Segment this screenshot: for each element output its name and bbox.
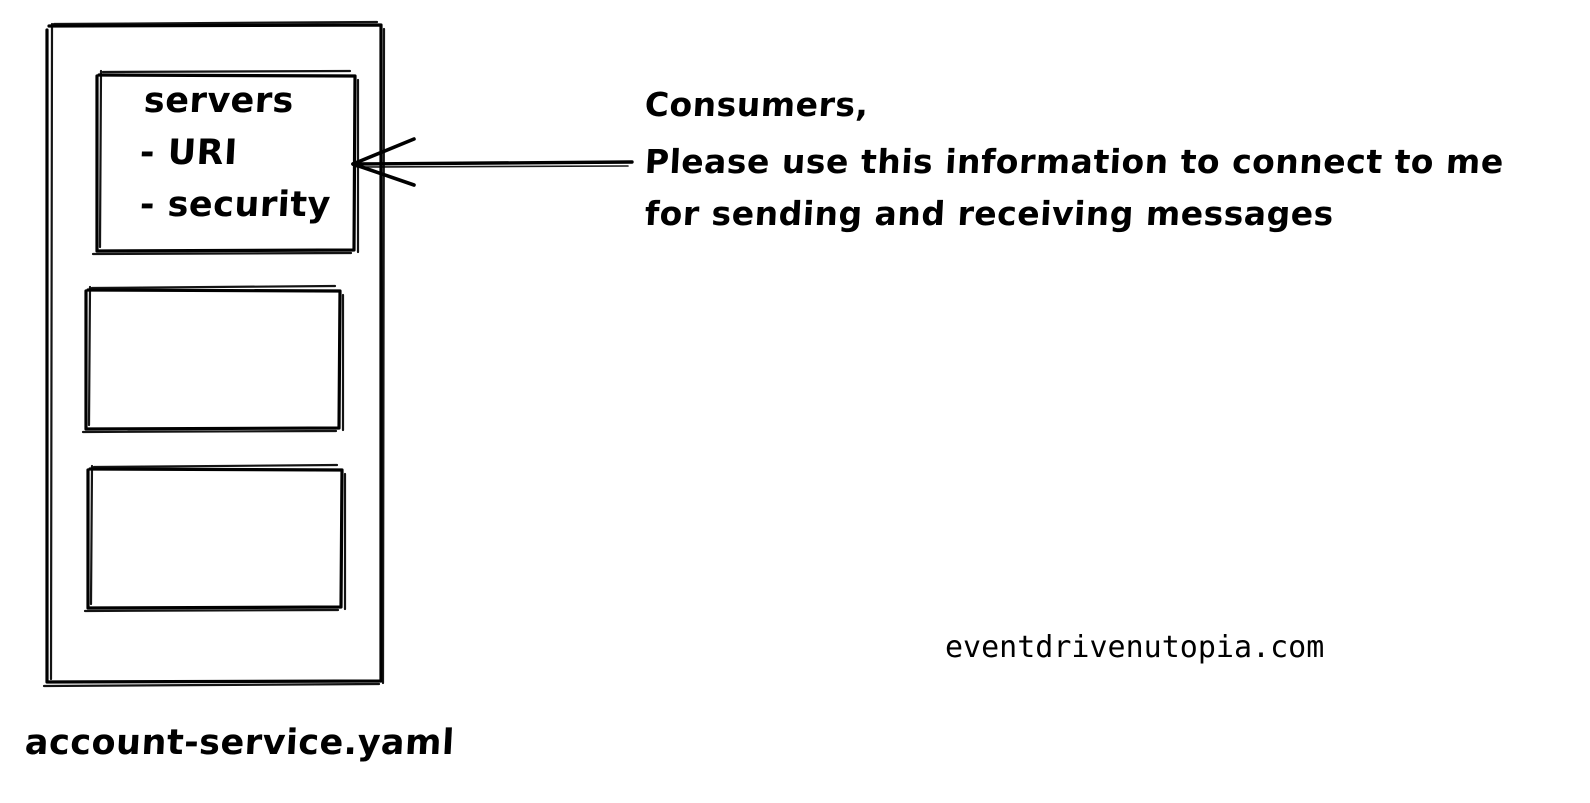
consumers-note-line-3: for sending and receiving messages (643, 194, 1335, 233)
servers-item-uri: - URI (138, 133, 239, 173)
empty-section-1-box (81, 284, 345, 434)
file-caption: account-service.yaml (23, 723, 456, 763)
consumers-note-line-2: Please use this information to connect t… (643, 142, 1505, 181)
consumers-note-line-1: Consumers, (643, 85, 870, 124)
servers-section-box (91, 69, 360, 256)
servers-item-security: - security (138, 185, 332, 225)
annotation-arrow (351, 137, 634, 187)
empty-section-2-box (83, 463, 347, 613)
site-credit: eventdrivenutopia.com (945, 630, 1325, 665)
servers-section-title: servers (142, 81, 295, 121)
document-outline (42, 20, 386, 688)
